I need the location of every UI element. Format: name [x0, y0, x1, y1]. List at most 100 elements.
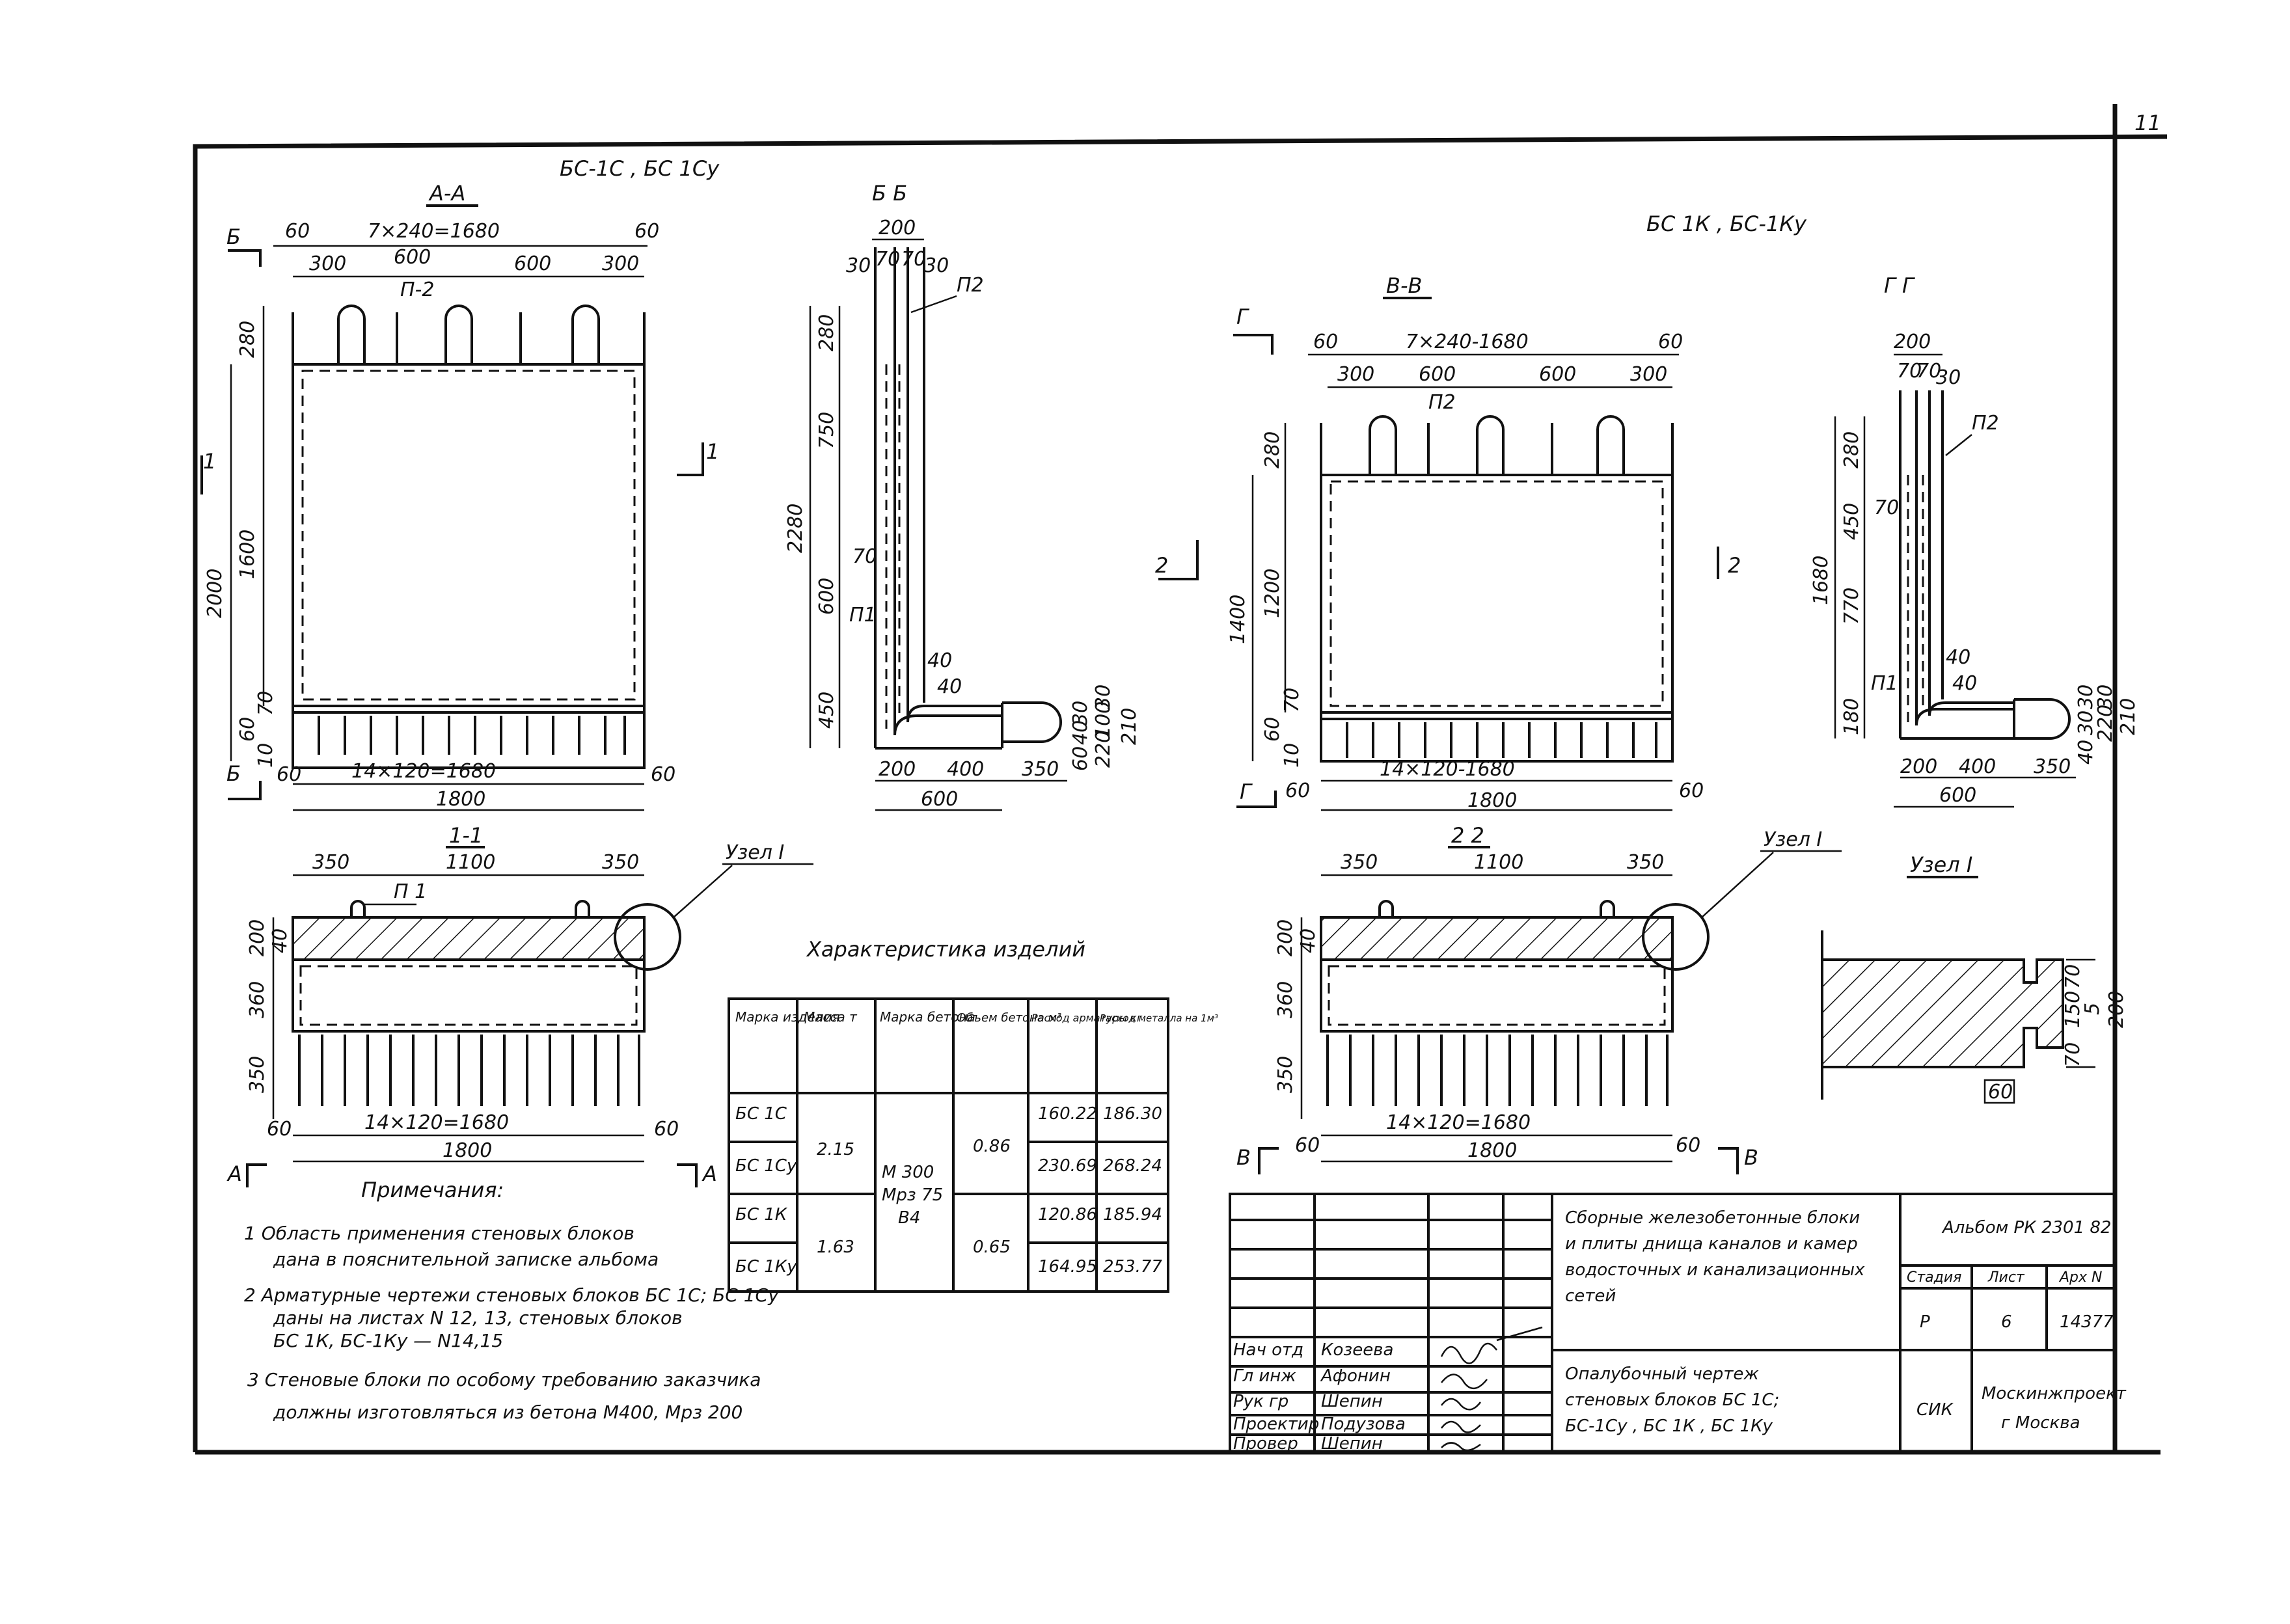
th-metal: Расход металла на 1м³ [1100, 1012, 1218, 1024]
node-d5: 200 [2105, 991, 2128, 1028]
row3-arm: 120.86 [1038, 1205, 1097, 1225]
bb-v1: 280 [815, 314, 838, 351]
org-name: Москинжпроект [1982, 1384, 2127, 1403]
node-detail: Узел I 70 150 70 5 200 60 [1821, 852, 2128, 1104]
s11-cut-right: А [702, 1161, 717, 1186]
note-3b: должны изготовляться из бетона М400, Мрз… [273, 1401, 743, 1423]
aa-cut-right: 1 [706, 439, 719, 464]
th-volume: Объем бетона м³ [957, 1011, 1061, 1025]
gg-t2: 70 [1916, 360, 1941, 383]
gg-v1: 280 [1840, 431, 1863, 468]
vv-bottom-left: 60 [1285, 779, 1310, 802]
concrete-2: Мрз 75 [882, 1185, 943, 1205]
bb-v3: 600 [815, 578, 838, 615]
node-d6: 60 [1988, 1081, 2013, 1103]
row2-arm: 230.69 [1038, 1156, 1097, 1176]
section-22-title: 2 2 [1451, 823, 1484, 848]
bb-r7: 210 [1118, 708, 1141, 745]
aa-seg2: 600 [394, 246, 431, 269]
org-city: г Москва [2001, 1413, 2080, 1433]
notes-title: Примечания: [361, 1178, 504, 1202]
note-1a: 1 Область применения стеновых блоков [244, 1223, 634, 1244]
note-3a: 3 Стеновые блоки по особому требованию з… [247, 1369, 761, 1390]
org-code: СИК [1916, 1400, 1954, 1420]
aa-h-b1: 70 [254, 691, 277, 716]
s11-top-right: 350 [602, 851, 639, 874]
mass-2: 1.63 [817, 1238, 854, 1257]
characteristics-table: Характеристика изделий Марка изделия Мас… [728, 937, 1218, 1293]
row4-mark: БС 1Ку [735, 1257, 797, 1277]
name-1: Козеева [1321, 1340, 1393, 1360]
aa-h-top: 280 [236, 321, 259, 358]
s11-left: 60 [267, 1118, 292, 1141]
s11-pitch: 14×120=1680 [364, 1111, 509, 1134]
row1-mark: БС 1С [735, 1104, 787, 1124]
section-11-title: 1-1 [449, 823, 483, 848]
note-2b: даны на листах N 12, 13, стеновых блоков [273, 1307, 683, 1329]
concrete-3: В4 [898, 1208, 920, 1228]
desc-4: сетей [1565, 1286, 1616, 1306]
row1-met: 186.30 [1103, 1104, 1162, 1124]
gg-side1: 70 [1874, 496, 1899, 519]
role-1: Нач отд [1233, 1340, 1303, 1360]
row3-met: 185.94 [1103, 1205, 1162, 1225]
aa-seg4: 300 [602, 252, 639, 275]
concrete-1: М 300 [882, 1163, 934, 1182]
view-gg: Г Г 200 70 70 30 П2 П1 280 450 770 180 1… [1810, 273, 2140, 808]
aa-h-b3: 10 [254, 743, 277, 768]
bb-r1: 30 [1069, 701, 1092, 725]
aa-callout: П-2 [400, 278, 434, 301]
s22-top-right: 350 [1627, 851, 1664, 874]
view-bb: Б Б 200 30 70 70 30 П2 П1 280 750 600 45… [784, 181, 1141, 811]
bb-t1: 30 [846, 254, 871, 277]
view-aa-cut-bottom: Б [226, 761, 241, 786]
bb-foot3: 350 [1022, 758, 1059, 781]
sheet-number: 11 [2134, 111, 2161, 135]
view-gg-title: Г Г [1884, 273, 1915, 298]
gg-v4: 180 [1840, 698, 1863, 735]
th-rebar: Расход арматуры кг [1031, 1012, 1143, 1024]
view-aa-title: А-А [428, 181, 465, 206]
bb-r5: 100 [1092, 701, 1115, 738]
s11-h3: 350 [246, 1056, 269, 1093]
vv-cut-left: 2 [1155, 553, 1168, 578]
view-vv-cut-bottom: Г [1240, 779, 1253, 804]
aa-h-body: 1600 [236, 530, 259, 579]
table-title: Характеристика изделий [806, 937, 1085, 962]
view-aa-cut-top: Б [226, 224, 241, 249]
s22-cut-right: В [1744, 1145, 1758, 1170]
gg-v2: 450 [1840, 503, 1863, 540]
role-3: Рук гр [1233, 1392, 1288, 1411]
s22-h2: 360 [1274, 981, 1297, 1018]
bb-side1: 70 [852, 545, 877, 568]
bb-foot1: 200 [879, 758, 916, 781]
gg-r1: 30 [2075, 684, 2097, 709]
vv-seg1: 300 [1337, 363, 1374, 386]
view-vv-title: В-В [1386, 273, 1422, 298]
gg-foot-total: 600 [1939, 784, 1976, 807]
vv-bottom-right: 60 [1679, 779, 1704, 802]
gg-r6: 210 [2117, 698, 2140, 735]
section-22: 2 2 350 1100 350 Узел I 200 40 360 350 1… [1236, 823, 1842, 1174]
s11-right: 60 [654, 1118, 679, 1141]
bb-v-total: 2280 [784, 504, 807, 553]
name-2: Афонин [1320, 1366, 1391, 1386]
role-4: Проектир [1233, 1414, 1319, 1434]
notes: Примечания: 1 Область применения стеновы… [244, 1178, 779, 1423]
s22-top-mid: 1100 [1474, 851, 1523, 874]
bb-r3: 60 [1069, 746, 1092, 771]
s22-total: 1800 [1467, 1139, 1517, 1162]
left-group-title: БС-1С , БС 1Су [560, 156, 720, 181]
s11-cut-left: А [226, 1161, 242, 1186]
s22-h3: 350 [1274, 1056, 1297, 1093]
vv-h-b2: 60 [1261, 717, 1284, 742]
vv-cut-right: 2 [1728, 553, 1741, 578]
row1-arm: 160.22 [1038, 1104, 1097, 1124]
aa-left-edge: 60 [285, 220, 310, 243]
bb-v4: 450 [815, 692, 838, 729]
bb-v2: 750 [815, 412, 838, 449]
node-d1: 70 [2062, 964, 2084, 989]
s22-right: 60 [1676, 1134, 1700, 1157]
vv-seg3: 600 [1539, 363, 1576, 386]
stage-value: Р [1920, 1312, 1930, 1332]
